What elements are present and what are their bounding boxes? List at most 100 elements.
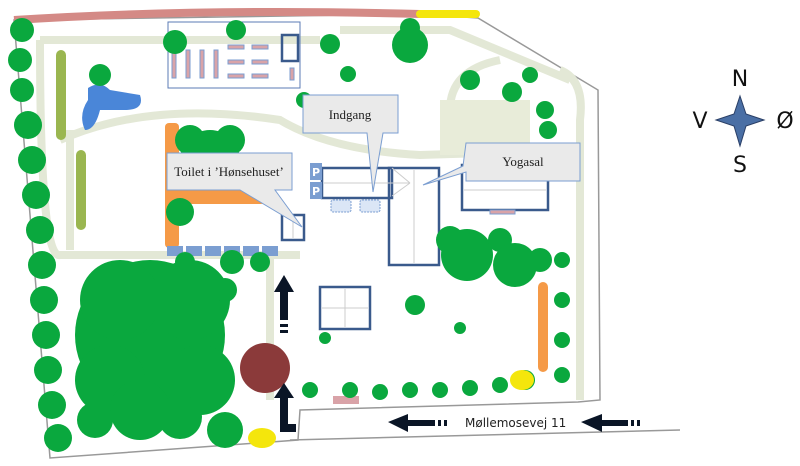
- tree: [158, 395, 202, 439]
- tree: [539, 121, 557, 139]
- tree: [462, 380, 478, 396]
- tree: [175, 125, 205, 155]
- tree: [502, 82, 522, 102]
- tree: [554, 252, 570, 268]
- tree: [400, 18, 420, 38]
- callout-entrance: Indgang: [302, 94, 399, 193]
- svg-text:S: S: [733, 153, 747, 178]
- parking-space: [243, 246, 259, 256]
- tree: [28, 251, 56, 279]
- direction-arrows[interactable]: [274, 275, 640, 432]
- tree: [320, 34, 340, 54]
- tree: [432, 382, 448, 398]
- tree: [493, 243, 537, 287]
- tree: [89, 64, 111, 86]
- svg-text:Indgang: Indgang: [329, 107, 372, 122]
- tree: [166, 198, 194, 226]
- svg-text:Toilet i ’Hønsehuset’: Toilet i ’Hønsehuset’: [174, 164, 284, 179]
- tree: [44, 424, 72, 452]
- tree: [554, 292, 570, 308]
- tree: [32, 321, 60, 349]
- tree: [38, 391, 66, 419]
- compass-star-icon: [714, 94, 766, 148]
- road-edge: [289, 429, 681, 441]
- tree: [80, 260, 160, 340]
- tree: [22, 181, 50, 209]
- arrow-up-icon: [274, 275, 294, 320]
- svg-text:P: P: [312, 166, 320, 179]
- tree: [460, 70, 480, 90]
- svg-text:P: P: [312, 185, 320, 198]
- compass-rose: N S V Ø: [692, 67, 793, 178]
- small-house: [318, 285, 372, 331]
- tree: [110, 380, 170, 440]
- parking-space: [262, 246, 278, 256]
- gate: [333, 396, 359, 404]
- tree: [77, 402, 113, 438]
- long-building: [387, 166, 441, 267]
- tree: [10, 18, 34, 42]
- tree: [302, 382, 318, 398]
- buildings: [280, 163, 550, 331]
- tree: [10, 78, 34, 102]
- tree: [372, 384, 388, 400]
- tree: [536, 101, 554, 119]
- tree: [163, 30, 187, 54]
- arrow-left-icon-1: [388, 414, 435, 432]
- tree: [150, 260, 230, 340]
- tree: [392, 27, 428, 63]
- hedge-olive-2: [76, 150, 86, 230]
- hedge-olive-1: [56, 50, 66, 140]
- svg-text:N: N: [732, 67, 748, 92]
- tree: [250, 252, 270, 272]
- tree: [215, 125, 245, 155]
- svg-text:Ø: Ø: [776, 109, 793, 134]
- road-label: Møllemosevej 11: [465, 416, 566, 430]
- tree: [8, 48, 32, 72]
- svg-text:Yogasal: Yogasal: [502, 154, 544, 169]
- arrow-left-icon-2: [581, 414, 628, 432]
- callout-yoga-hall: Yogasal: [422, 142, 581, 186]
- trees: [8, 18, 570, 452]
- garden-beds: [171, 44, 295, 81]
- tree: [14, 111, 42, 139]
- top-road: [13, 8, 421, 24]
- tree: [528, 248, 552, 272]
- tree: [175, 252, 195, 272]
- tree: [405, 295, 425, 315]
- tree: [340, 66, 356, 82]
- tree: [319, 332, 331, 344]
- tree: [436, 226, 464, 254]
- tree: [226, 20, 246, 40]
- roof-lines: [292, 167, 546, 327]
- tree: [402, 382, 418, 398]
- tree: [342, 382, 358, 398]
- parking-space: [186, 246, 202, 256]
- parking-vertical: P P: [310, 163, 322, 199]
- tree: [492, 377, 508, 393]
- tree: [454, 322, 466, 334]
- tree: [207, 412, 243, 448]
- shed: [280, 33, 300, 63]
- pond: [82, 84, 141, 130]
- svg-text:V: V: [692, 109, 707, 134]
- yoga-door: [489, 209, 516, 215]
- arrow-up-bottom-icon: [274, 383, 296, 432]
- yellow-bush-2: [510, 370, 534, 390]
- tree: [30, 286, 58, 314]
- tree: [34, 356, 62, 384]
- flowerbed: [240, 343, 290, 393]
- tree: [18, 146, 46, 174]
- tree: [220, 250, 244, 274]
- callout-toilet: Toilet i ’Hønsehuset’: [166, 152, 303, 228]
- parking-space: [167, 246, 183, 256]
- tree: [554, 332, 570, 348]
- tree: [554, 367, 570, 383]
- yellow-bush-1: [248, 428, 276, 448]
- tree: [522, 67, 538, 83]
- tree: [213, 278, 237, 302]
- parking-reserved: [330, 199, 381, 213]
- parking-space: [205, 246, 221, 256]
- tree: [26, 216, 54, 244]
